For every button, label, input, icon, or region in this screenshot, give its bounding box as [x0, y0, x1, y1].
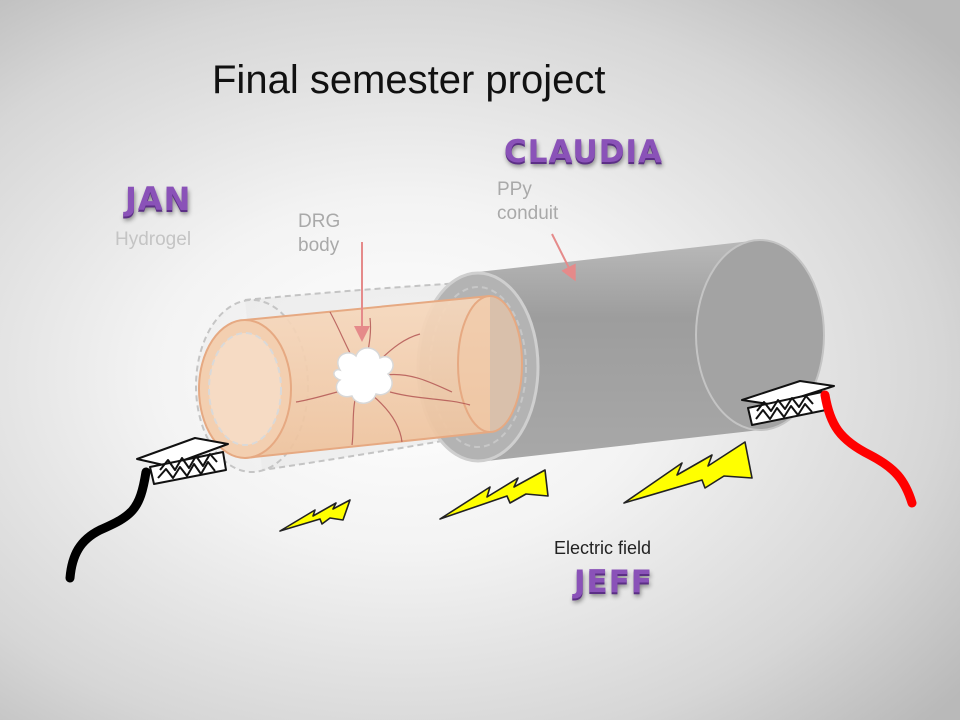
label-drg-line2: body — [298, 235, 340, 256]
positive-wire — [820, 390, 917, 508]
label-ppy-line2: conduit — [497, 203, 559, 224]
slide-title: Final semester project — [212, 58, 606, 102]
name-jeff: JEFF — [574, 564, 654, 600]
label-drg-line1: DRG — [298, 211, 341, 232]
lightning-bolt-large — [623, 441, 753, 504]
label-ppy-conduit: PPy conduit — [497, 178, 558, 226]
negative-wire — [65, 467, 151, 583]
label-hydrogel: Hydrogel — [115, 229, 192, 250]
negative-alligator-clip — [136, 437, 229, 485]
lightning-bolt-small — [279, 499, 351, 532]
positive-alligator-clip — [741, 380, 835, 426]
name-claudia: CLAUDIA — [504, 134, 663, 170]
drg-body — [333, 347, 394, 404]
lightning-bolt-medium — [439, 469, 549, 520]
label-electric-field: Electric field — [554, 538, 652, 558]
label-ppy-line1: PPy — [497, 179, 532, 200]
ppy-pointer-arrow — [551, 233, 576, 282]
label-drg-body: DRG body — [298, 210, 340, 258]
name-jan: JAN — [125, 180, 192, 218]
